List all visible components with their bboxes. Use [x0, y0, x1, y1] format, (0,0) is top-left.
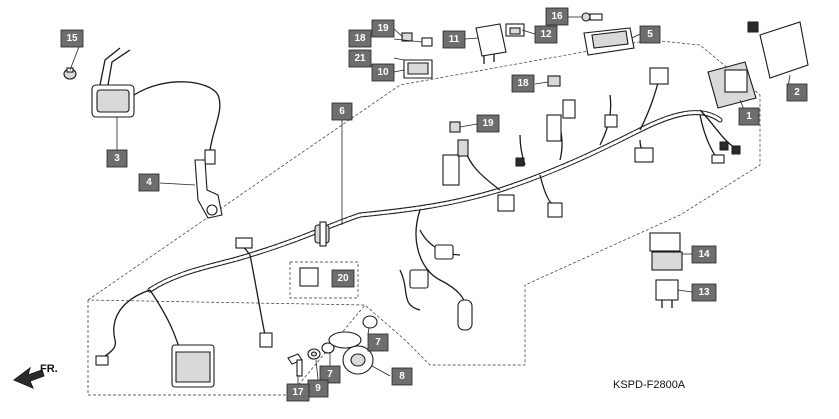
- callout-10: 10: [371, 63, 395, 82]
- washer-7-b: [362, 315, 378, 329]
- relay-14: [649, 232, 683, 271]
- svg-text:1: 1: [746, 111, 752, 122]
- svg-text:14: 14: [698, 249, 710, 260]
- callout-18-a: 18: [348, 29, 372, 48]
- svg-text:7: 7: [327, 369, 333, 380]
- relay-11: [475, 23, 507, 64]
- callout-1: 1: [738, 107, 760, 126]
- svg-text:6: 6: [339, 106, 345, 117]
- callout-5: 5: [639, 25, 661, 44]
- washer-9: [307, 348, 321, 360]
- washer-7-a: [321, 342, 335, 354]
- cdi-unit-2: [747, 21, 809, 79]
- svg-text:19: 19: [377, 23, 389, 34]
- callout-3: 3: [106, 149, 128, 168]
- pulse-generator-8: [328, 331, 374, 375]
- svg-text:5: 5: [647, 29, 653, 40]
- callout-19-a: 19: [371, 19, 395, 38]
- callout-4: 4: [138, 173, 160, 192]
- bolt-17: [287, 353, 303, 377]
- svg-text:17: 17: [292, 387, 304, 398]
- front-direction-arrow: FR.: [13, 363, 58, 389]
- callout-19-b: 19: [476, 114, 500, 133]
- callout-2: 2: [786, 83, 808, 102]
- cdi-bracket-1: [707, 61, 757, 109]
- callout-11: 11: [442, 30, 466, 49]
- svg-text:9: 9: [315, 383, 321, 394]
- callout-12: 12: [534, 25, 558, 44]
- svg-text:19: 19: [482, 118, 494, 129]
- svg-text:15: 15: [66, 33, 78, 44]
- svg-text:7: 7: [375, 337, 381, 348]
- svg-text:8: 8: [399, 371, 405, 382]
- callout-13: 13: [691, 283, 717, 302]
- leader-lines: [69, 16, 791, 384]
- svg-text:13: 13: [698, 287, 710, 298]
- callout-14: 14: [691, 245, 717, 264]
- callout-20: 20: [331, 269, 355, 288]
- callout-21: 21: [348, 49, 372, 68]
- diagram-code: KSPD-F2800A: [613, 379, 686, 391]
- svg-text:20: 20: [337, 273, 349, 284]
- callout-8: 8: [391, 367, 413, 386]
- harness-boundary: [87, 39, 761, 396]
- svg-text:2: 2: [794, 87, 800, 98]
- callout-15: 15: [60, 29, 84, 48]
- callout-16: 16: [545, 7, 569, 26]
- turn-signal-relay-12: [505, 23, 525, 37]
- fuse-18: [547, 75, 561, 87]
- svg-text:3: 3: [114, 153, 120, 164]
- callout-7-a: 7: [319, 365, 341, 384]
- fuse-box-10: [403, 59, 433, 79]
- regulator-rectifier-5: [583, 27, 635, 56]
- relay-13: [655, 279, 679, 308]
- svg-text:16: 16: [551, 11, 563, 22]
- svg-text:11: 11: [449, 34, 460, 45]
- svg-text:21: 21: [354, 53, 366, 64]
- main-wire-harness: [95, 67, 741, 388]
- ignition-coil: [91, 47, 221, 165]
- callout-18-b: 18: [511, 74, 535, 93]
- fuse-19-b: [449, 121, 461, 133]
- front-direction-label: FR.: [40, 363, 58, 375]
- callout-6: 6: [331, 102, 353, 121]
- callout-7-b: 7: [367, 333, 389, 352]
- bolt-16: [581, 12, 603, 22]
- svg-text:4: 4: [146, 177, 152, 188]
- callout-17: 17: [286, 383, 310, 402]
- connector-20: [289, 261, 359, 299]
- callout-9: 9: [307, 379, 329, 398]
- svg-text:10: 10: [377, 67, 389, 78]
- svg-text:18: 18: [354, 33, 366, 44]
- spark-plug-cap: [194, 159, 223, 219]
- svg-text:12: 12: [540, 29, 552, 40]
- svg-text:18: 18: [517, 78, 529, 89]
- fuse-19-a: [401, 32, 433, 47]
